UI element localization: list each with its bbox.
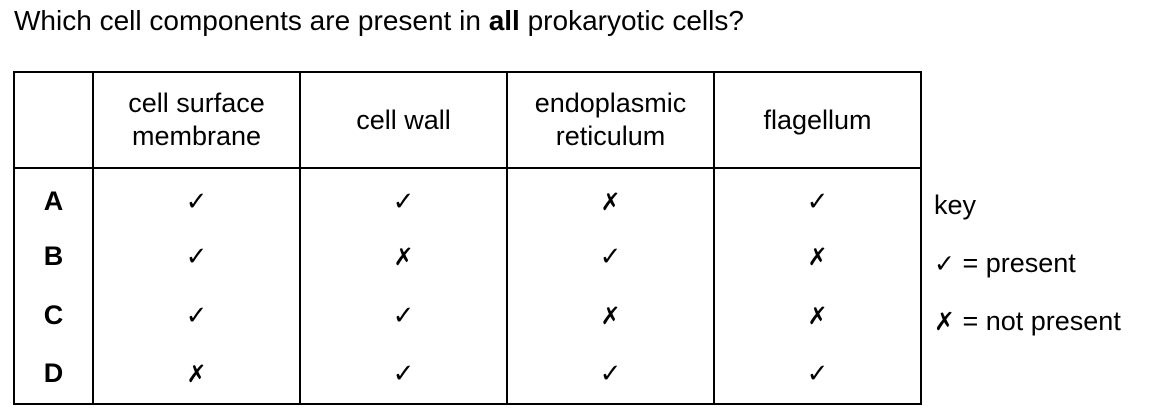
header-row: cell surface membrane cell wall endoplas…	[13, 71, 922, 169]
question-text: Which cell components are present in all…	[14, 4, 744, 38]
mark-cell: ✓	[92, 286, 301, 345]
cross-icon: ✗	[393, 243, 414, 271]
check-icon: ✓	[599, 242, 622, 272]
header-endoplasmic-reticulum: endoplasmic reticulum	[506, 71, 715, 169]
mark-cell: ✗	[506, 286, 715, 345]
check-icon: ✓	[806, 358, 829, 389]
key-title: key	[934, 190, 977, 220]
question-prefix: Which cell components are present in	[14, 5, 489, 36]
key-absent: ✗ = not present	[934, 305, 1121, 338]
row-letter: B	[13, 227, 94, 286]
check-icon: ✓	[392, 301, 415, 331]
header-blank	[13, 71, 94, 169]
question-emphasis: all	[488, 5, 520, 36]
check-icon: ✓	[806, 187, 829, 217]
header-cell-wall: cell wall	[299, 71, 508, 169]
key-absent-label: = not present	[954, 306, 1121, 336]
mark-cell: ✗	[713, 227, 922, 286]
check-icon: ✓	[392, 358, 415, 389]
mark-cell: ✓	[299, 286, 508, 345]
mark-cell: ✗	[92, 345, 301, 405]
header-cell-surface-membrane: cell surface membrane	[92, 71, 301, 169]
row-letter: D	[13, 345, 94, 405]
mark-cell: ✓	[713, 168, 922, 227]
cross-icon: ✗	[934, 307, 955, 336]
cross-icon: ✗	[807, 243, 828, 271]
table-row-d: D ✗ ✓ ✓ ✓	[13, 345, 922, 405]
check-icon: ✓	[934, 249, 955, 278]
check-icon: ✓	[185, 242, 208, 272]
mark-cell: ✗	[299, 227, 508, 286]
mark-cell: ✓	[299, 168, 508, 227]
cross-icon: ✗	[186, 359, 207, 388]
mark-cell: ✓	[506, 345, 715, 405]
question-suffix: prokaryotic cells?	[519, 5, 744, 36]
table-row-b: B ✓ ✗ ✓ ✗	[13, 227, 922, 286]
table-row-a: A ✓ ✓ ✗ ✓	[13, 168, 922, 227]
table-row-c: C ✓ ✓ ✗ ✗	[13, 286, 922, 345]
mark-cell: ✓	[713, 345, 922, 405]
mark-cell: ✗	[506, 168, 715, 227]
cross-icon: ✗	[807, 302, 828, 330]
mark-cell: ✓	[92, 168, 301, 227]
cross-icon: ✗	[600, 188, 621, 216]
mark-cell: ✗	[713, 286, 922, 345]
check-icon: ✓	[599, 358, 622, 389]
header-flagellum: flagellum	[713, 71, 922, 169]
mark-cell: ✓	[92, 227, 301, 286]
mark-cell: ✓	[506, 227, 715, 286]
row-letter: A	[13, 168, 94, 227]
row-letter: C	[13, 286, 94, 345]
check-icon: ✓	[185, 187, 208, 217]
key-present: ✓ = present	[934, 247, 1076, 280]
check-icon: ✓	[392, 187, 415, 217]
check-icon: ✓	[185, 301, 208, 331]
mark-cell: ✓	[299, 345, 508, 405]
cross-icon: ✗	[600, 302, 621, 330]
answer-table: cell surface membrane cell wall endoplas…	[13, 71, 922, 405]
key-present-label: = present	[954, 248, 1076, 278]
